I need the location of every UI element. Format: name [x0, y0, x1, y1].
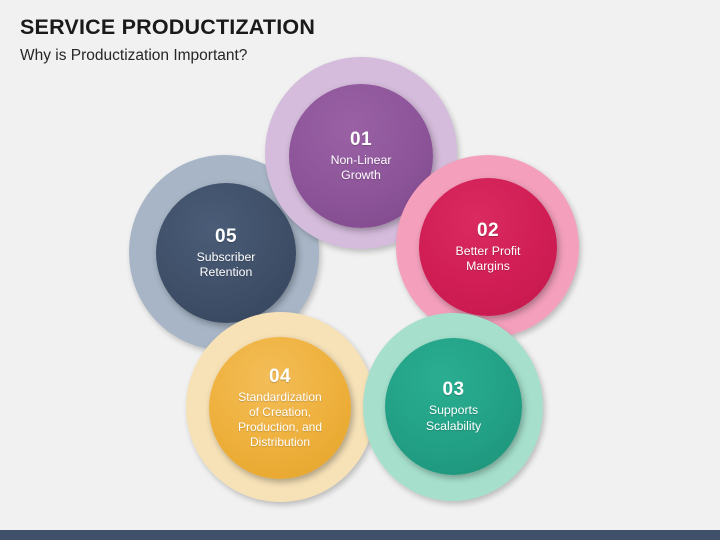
node-02-label-line1: Better Profit: [455, 243, 521, 258]
node-04-label-line3: Production, and: [237, 420, 323, 434]
node-02-core[interactable]: 02 Better Profit Margins: [419, 178, 557, 316]
diagram-node-03[interactable]: 03 Supports Scalability: [363, 313, 543, 501]
diagram-node-04[interactable]: 04 Standardization of Creation, Producti…: [186, 312, 375, 502]
node-01-label-line2: Growth: [341, 168, 381, 182]
node-05-label-line2: Retention: [199, 265, 253, 279]
node-03-number: 03: [442, 379, 465, 400]
node-03-core[interactable]: 03 Supports Scalability: [385, 338, 522, 475]
node-04-label-line4: Distribution: [249, 435, 311, 449]
slide-header: SERVICE PRODUCTIZATION Why is Productiza…: [20, 14, 620, 66]
page-title: SERVICE PRODUCTIZATION: [20, 15, 316, 39]
node-04-label-line2: of Creation,: [248, 405, 312, 419]
node-01-label-line1: Non-Linear: [330, 152, 392, 167]
node-04-core[interactable]: 04 Standardization of Creation, Producti…: [209, 337, 351, 479]
node-05-core[interactable]: 05 Subscriber Retention: [156, 183, 296, 323]
node-05-number: 05: [215, 225, 237, 247]
node-01-number: 01: [350, 128, 372, 150]
page-subtitle: Why is Productization Important?: [20, 47, 248, 64]
diagram-node-05[interactable]: 05 Subscriber Retention: [129, 155, 319, 350]
node-04-number: 04: [269, 366, 291, 387]
node-02-number: 02: [477, 219, 499, 241]
node-04-label-line1: Standardization: [238, 390, 322, 404]
node-05-label-line1: Subscriber: [196, 249, 256, 264]
node-03-label-line2: Scalability: [425, 418, 482, 433]
node-02-label-line2: Margins: [466, 259, 510, 273]
diagram-node-02[interactable]: 02 Better Profit Margins: [396, 155, 579, 338]
footer-accent-bar: [0, 530, 720, 540]
node-03-label-line1: Supports: [428, 403, 479, 417]
